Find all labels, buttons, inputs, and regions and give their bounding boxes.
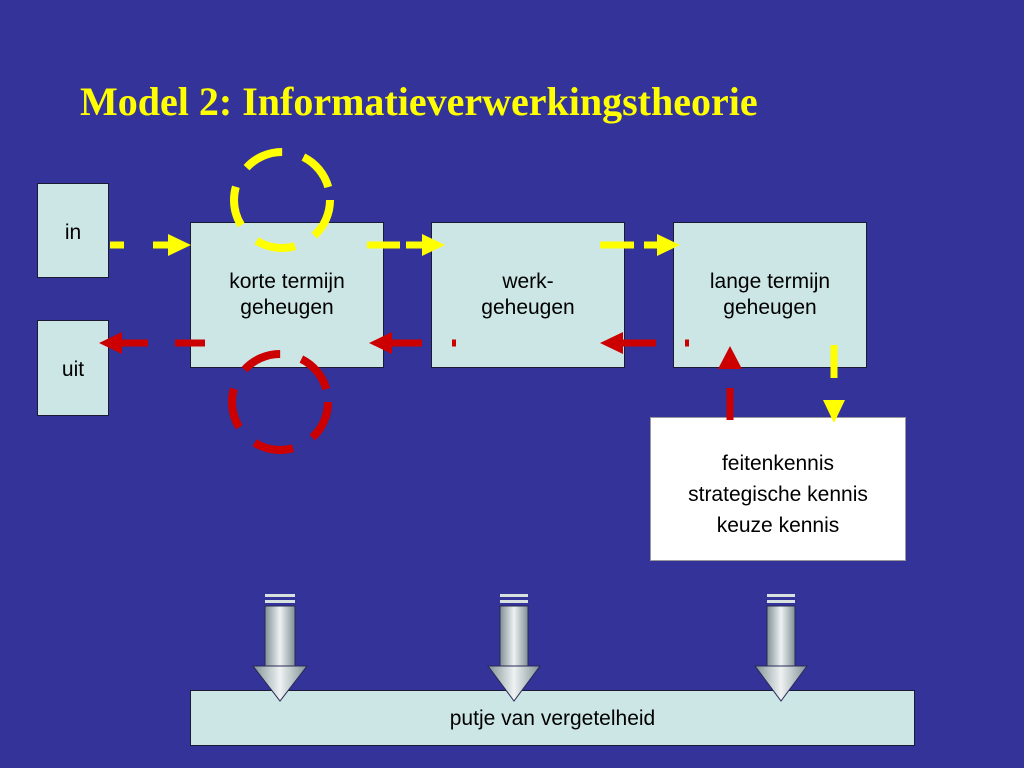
arrow-long-term-to-knowledge <box>823 345 845 423</box>
arrow-working-to-long-term <box>600 234 680 256</box>
long-term-memory-label-line1: lange termijn <box>709 270 831 293</box>
long-term-memory-box: lange termijn geheugen <box>673 222 867 368</box>
uit-label: uit <box>61 358 85 381</box>
arrow-long-term-to-working <box>600 332 689 354</box>
knowledge-line-strategic: strategische kennis <box>688 483 868 506</box>
working-memory-label-line1: werk- <box>502 270 554 293</box>
in-box: in <box>37 183 109 278</box>
uit-box: uit <box>37 320 109 416</box>
forgetting-arrow-1 <box>251 594 309 702</box>
arrow-in-to-short-term <box>110 234 191 256</box>
long-term-memory-label-line2: geheugen <box>723 296 817 319</box>
knowledge-line-facts: feitenkennis <box>721 452 835 475</box>
slide-title: Model 2: Informatieverwerkingstheorie <box>80 79 758 124</box>
arrow-short-term-to-uit <box>99 332 205 354</box>
short-term-memory-label-line1: korte termijn <box>229 270 345 293</box>
forgetting-arrow-3 <box>754 594 808 702</box>
arrow-short-term-to-working <box>367 234 445 256</box>
in-label: in <box>64 221 82 244</box>
knowledge-line-choice: keuze kennis <box>716 514 840 537</box>
arrow-knowledge-to-long-term <box>718 346 742 420</box>
working-memory-label-line2: geheugen <box>481 296 575 319</box>
forgetting-arrow-2 <box>487 594 541 702</box>
input-loop-circle <box>230 148 334 252</box>
knowledge-box: feitenkennis strategische kennis keuze k… <box>650 417 906 561</box>
oblivion-pit-label: putje van vergetelheid <box>449 707 656 730</box>
oblivion-pit-box: putje van vergetelheid <box>190 690 915 746</box>
input-flow-arrows <box>110 148 845 423</box>
short-term-memory-label-line2: geheugen <box>240 296 334 319</box>
output-flow-arrows <box>99 332 742 454</box>
output-loop-circle <box>228 350 332 454</box>
arrow-working-to-short-term <box>369 332 456 354</box>
working-memory-box: werk- geheugen <box>431 222 625 368</box>
